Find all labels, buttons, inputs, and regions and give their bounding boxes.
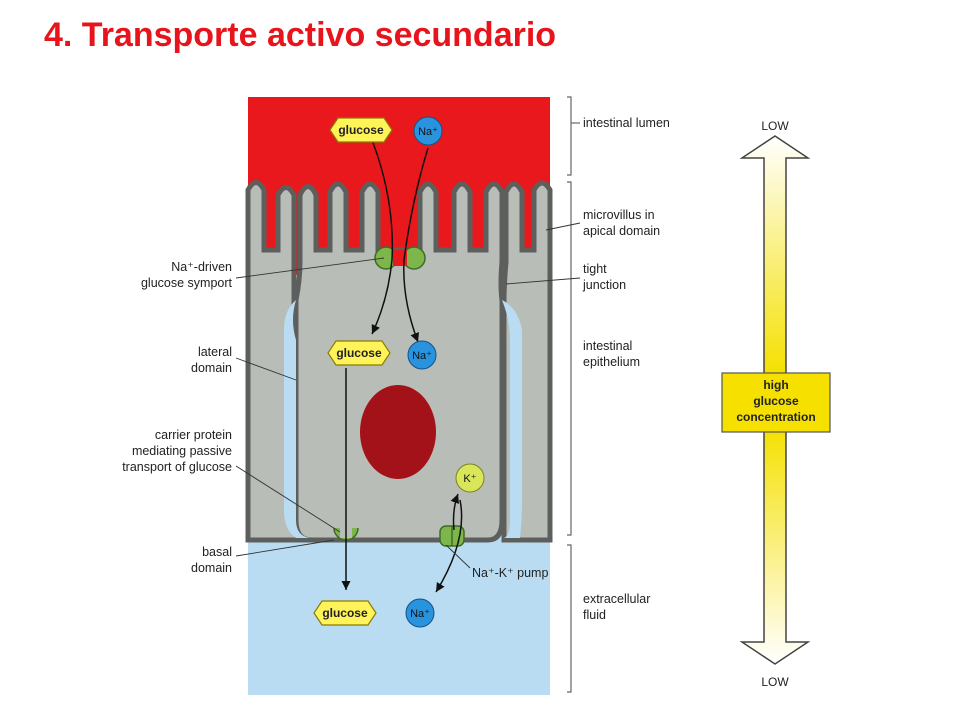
glucose-cell: glucose xyxy=(327,340,391,366)
page-title: 4. Transporte activo secundario xyxy=(44,16,557,54)
label-microvillus-line2: apical domain xyxy=(583,224,660,238)
svg-text:glucose: glucose xyxy=(322,606,368,620)
high-concentration-line2: glucose xyxy=(753,394,799,408)
label-fluid-line2: fluid xyxy=(583,608,606,622)
lateral-space-right xyxy=(502,300,522,538)
label-lateral-line1: lateral xyxy=(198,345,232,359)
nucleus xyxy=(360,385,436,479)
potassium-ion-cell: K⁺ xyxy=(455,463,485,493)
svg-text:glucose: glucose xyxy=(336,346,382,360)
extracellular-fluid-region xyxy=(248,535,550,695)
label-lateral-line2: domain xyxy=(191,361,232,375)
svg-text:Na⁺: Na⁺ xyxy=(418,126,438,138)
gradient-top-label: LOW xyxy=(761,119,789,133)
sodium-ion-fluid: Na⁺ xyxy=(405,598,435,628)
label-fluid-line1: extracellular xyxy=(583,592,650,606)
svg-text:glucose: glucose xyxy=(338,123,384,137)
region-brackets xyxy=(567,96,580,693)
gradient-bottom-label: LOW xyxy=(761,675,789,689)
label-basal-line1: basal xyxy=(202,545,232,559)
glucose-lumen: glucose xyxy=(329,117,393,143)
label-microvillus-line1: microvillus in xyxy=(583,208,655,222)
label-tight-line1: tight xyxy=(583,262,607,276)
label-intestinal-lumen: intestinal lumen xyxy=(583,116,670,130)
high-concentration-box xyxy=(721,372,831,433)
high-concentration-line3: concentration xyxy=(736,410,815,424)
leader-lines xyxy=(235,222,581,569)
lateral-space-left xyxy=(284,300,310,538)
label-carrier-line1: carrier protein xyxy=(155,428,232,442)
transport-arrows xyxy=(341,139,463,593)
glucose-fluid: glucose xyxy=(313,600,377,626)
sodium-ion-lumen: Na⁺ xyxy=(413,116,443,146)
label-carrier-line2: mediating passive xyxy=(132,444,232,458)
sodium-ion-cell: Na⁺ xyxy=(407,340,437,370)
high-concentration-line1: high xyxy=(763,378,788,392)
svg-text:K⁺: K⁺ xyxy=(463,473,476,485)
label-symport-line1: Na⁺-driven xyxy=(171,260,232,274)
label-carrier-line3: transport of glucose xyxy=(122,460,232,474)
label-epithelium-line1: intestinal xyxy=(583,339,632,353)
label-tight-line2: junction xyxy=(582,278,626,292)
svg-text:Na⁺: Na⁺ xyxy=(410,608,430,620)
label-na-k-pump: Na⁺-K⁺ pump xyxy=(472,566,548,580)
label-basal-line2: domain xyxy=(191,561,232,575)
label-symport-line2: glucose symport xyxy=(141,276,233,290)
svg-text:Na⁺: Na⁺ xyxy=(412,350,432,362)
label-epithelium-line2: epithelium xyxy=(583,355,640,369)
